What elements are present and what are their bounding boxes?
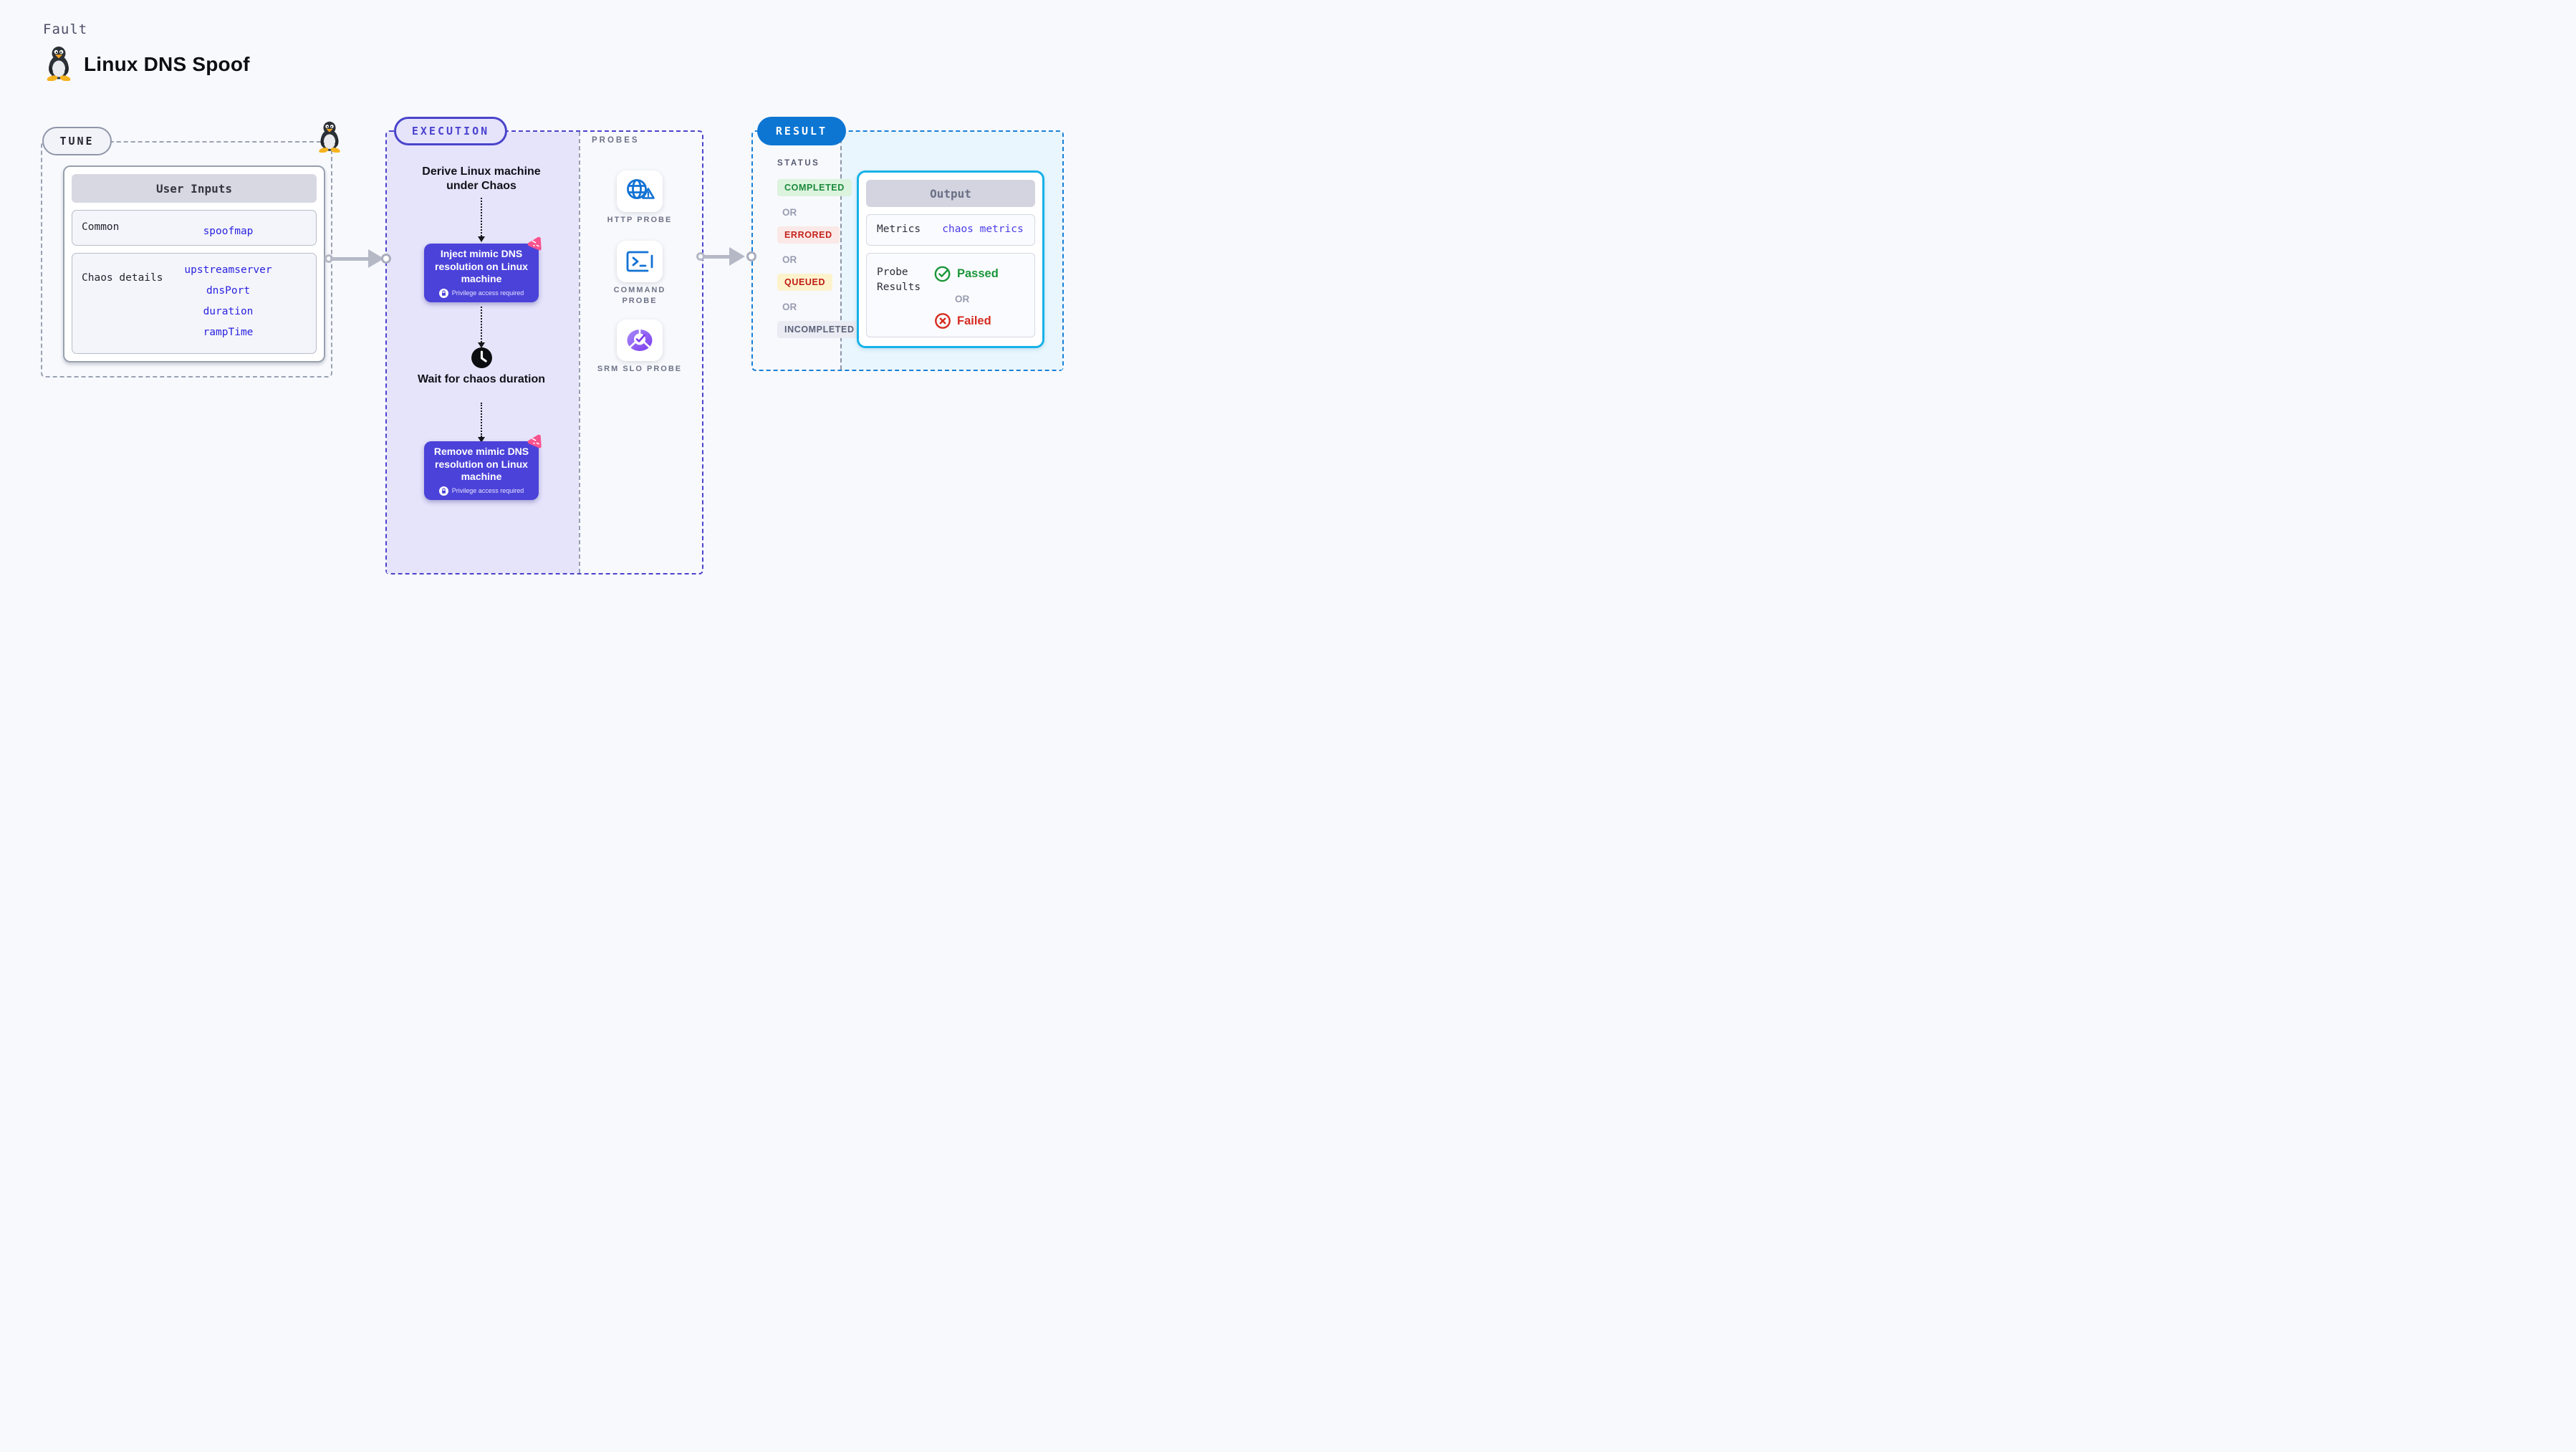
row-label: Common [82,221,120,233]
dotted-arrow [481,198,482,236]
flow-arrow-line [330,256,370,261]
probes-divider [579,132,580,573]
dotted-arrow-head [478,236,485,242]
remove-step-label: Remove mimic DNS resolution on Linux mac… [433,446,529,483]
terminal-icon [626,251,653,272]
probes-heading: PROBES [592,136,640,145]
lock-icon [438,486,448,496]
status-badge-errored: ERRORED [777,226,840,244]
probe-results-label: Probe Results [877,266,921,293]
slo-donut-check-icon [627,330,653,351]
flow-arrow-end-dot [381,254,391,264]
dotted-arrow [481,307,482,342]
flow-arrow-head [368,249,384,268]
command-probe-card [617,241,663,282]
derive-step-label: Derive Linux machine under Chaos [422,165,541,192]
http-probe-label: HTTP PROBE [607,216,673,224]
param-link-ramptime[interactable]: rampTime [203,327,254,338]
metrics-row: Metrics chaos metrics [866,214,1035,246]
chaos-logo-icon [527,236,542,251]
metrics-label: Metrics [877,223,921,235]
globe-alert-icon [627,179,655,199]
clock-icon [471,347,492,368]
table-row-chaos-details: Chaos details upstreamserver dnsPort dur… [72,253,317,354]
result-stage-badge: RESULT [757,117,846,145]
page-title: Linux DNS Spoof [84,53,250,75]
user-inputs-card: User Inputs Common spoofmap Chaos detail… [63,165,325,362]
linux-penguin-icon [47,47,71,81]
chaos-logo-icon [527,434,542,448]
srm-slo-probe-label: SRM SLO PROBE [597,365,683,373]
privilege-note: Privilege access required [451,487,524,495]
row-label: Chaos details [82,272,163,284]
status-badge-completed: COMPLETED [777,179,852,196]
param-link-dnsport[interactable]: dnsPort [206,285,251,297]
probe-results-row: Probe Results Passed OR Failed [866,253,1035,337]
remove-chaos-step[interactable]: Remove mimic DNS resolution on Linux mac… [424,441,539,500]
or-label: OR [782,207,797,218]
chaos-metrics-link[interactable]: chaos metrics [942,223,1024,235]
lock-icon [438,288,448,298]
fault-diagram: Fault Linux DNS Spoof TUNE User Inputs C… [0,0,1103,622]
or-label: OR [955,294,970,304]
execution-stage-badge: EXECUTION [394,117,507,145]
inject-chaos-step[interactable]: Inject mimic DNS resolution on Linux mac… [424,244,539,302]
dotted-arrow-head [478,437,485,443]
command-probe-label: COMMAND PROBE [613,286,666,305]
dotted-arrow-head [478,342,485,348]
failed-x-icon [935,313,951,329]
failed-label: Failed [957,314,991,327]
dotted-arrow [481,403,482,437]
passed-label: Passed [957,266,999,280]
param-link-duration[interactable]: duration [203,306,254,317]
wait-step-label: Wait for chaos duration [417,373,546,385]
flow-arrow-line [703,254,731,259]
output-card: Output Metrics chaos metrics Probe Resul… [857,170,1044,348]
status-badge-incompleted: INCOMPLETED [777,321,862,338]
fault-eyebrow: Fault [43,21,88,37]
passed-check-icon [934,266,951,282]
srm-slo-probe-card [617,319,663,361]
table-row-common: Common spoofmap [72,210,317,246]
or-label: OR [782,254,797,265]
privilege-note: Privilege access required [451,289,524,297]
param-link-upstreamserver[interactable]: upstreamserver [184,264,272,276]
param-link-spoofmap[interactable]: spoofmap [203,226,254,237]
status-heading: STATUS [777,159,820,168]
or-label: OR [782,302,797,312]
flow-arrow-head [729,247,745,266]
inject-step-label: Inject mimic DNS resolution on Linux mac… [435,248,528,285]
linux-penguin-icon [319,121,340,153]
tune-stage-badge: TUNE [42,127,112,155]
status-badge-queued: QUEUED [777,274,833,291]
output-title: Output [866,180,1035,207]
http-probe-card [617,170,663,212]
user-inputs-title: User Inputs [72,174,317,203]
status-divider [840,132,842,370]
flow-arrow-end-dot [746,251,756,261]
